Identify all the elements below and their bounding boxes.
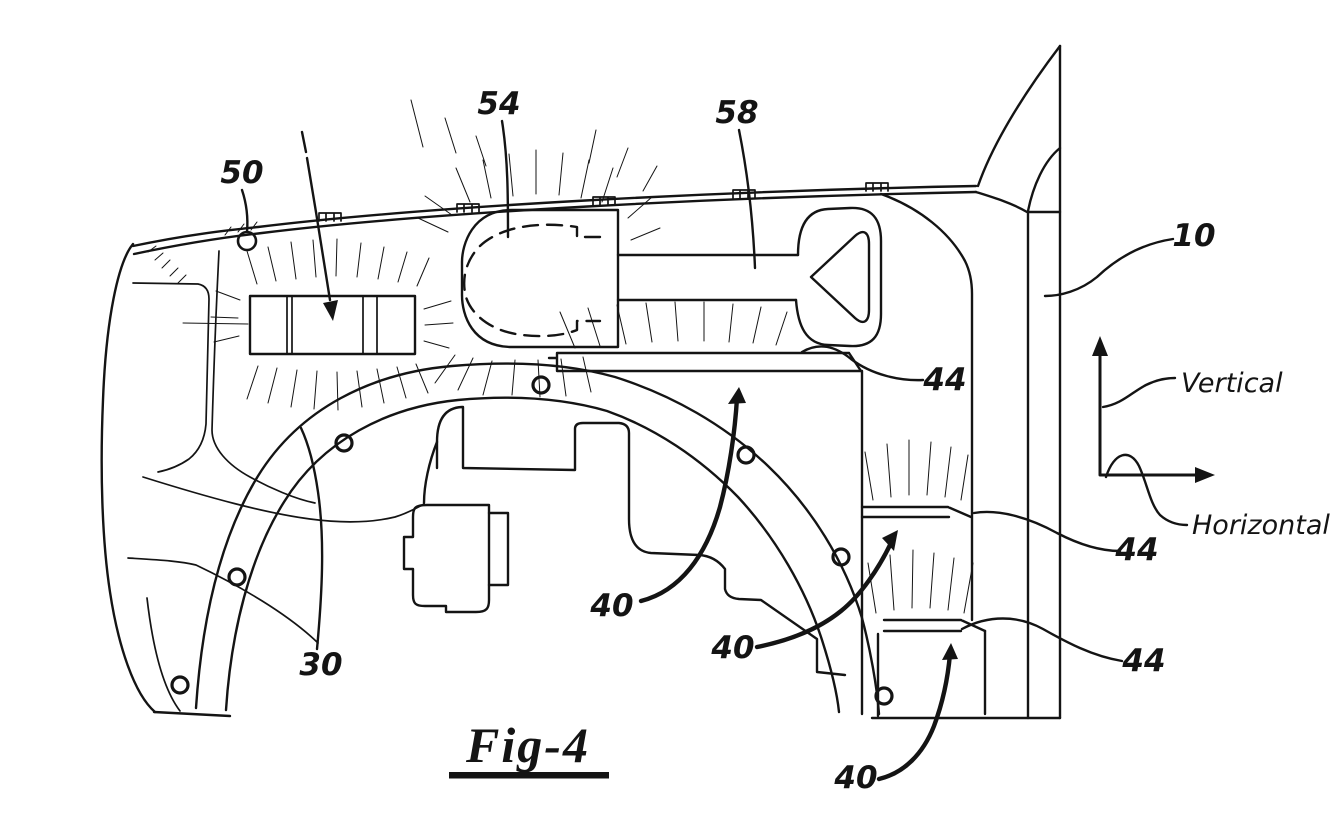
shelf-middle-rays (864, 439, 969, 501)
ref-label-30: 30 (299, 647, 342, 683)
ref-label-54: 54 (477, 86, 520, 122)
ref-label-50: 50 (220, 155, 263, 191)
ref-label-40-upper: 40 (589, 588, 633, 624)
leader-10 (1043, 237, 1175, 298)
right-arrow-icon (1195, 467, 1215, 483)
light-bar (182, 130, 454, 411)
engine-blob (402, 503, 491, 614)
vertical-axis-label: Vertical (1181, 368, 1283, 399)
wheel-arch (170, 362, 894, 716)
horizontal-axis-label: Horizontal (1192, 510, 1330, 541)
fastener-circles (170, 375, 894, 706)
light-bar-rays (182, 238, 454, 411)
fender-body-outline (100, 182, 978, 718)
ref-label-44-bottom: 44 (1121, 643, 1165, 679)
arrow-40-upper (638, 395, 740, 604)
ref-label-44-middle: 44 (1114, 532, 1158, 568)
leader-54 (500, 119, 510, 239)
projector-rays (410, 99, 661, 398)
fastener-50 (236, 230, 258, 252)
strip-hatch-marks (147, 221, 258, 284)
leader-30 (299, 426, 324, 651)
axis-indicator: Vertical Horizontal (1092, 336, 1330, 541)
inner-structure (127, 250, 847, 677)
leader-vertical (1101, 376, 1177, 409)
shelf-top-rays (559, 301, 788, 349)
figure-caption-underline (449, 772, 609, 779)
leader-58 (737, 128, 757, 270)
ref-label-10: 10 (1172, 218, 1215, 254)
projector-dashed-lens (463, 223, 602, 338)
arrowhead-icon (323, 300, 338, 321)
leader-horizontal (1104, 453, 1189, 527)
a-pillar-and-rear-panel (870, 44, 1062, 720)
light-bar-pointer-arrow (300, 130, 338, 321)
arrow-40-lower (876, 651, 953, 782)
up-arrow-icon (1092, 336, 1108, 356)
arrowhead-icon (728, 387, 746, 404)
arrow-40-middle (754, 540, 894, 650)
body-creases (132, 282, 210, 473)
projector-housing (410, 99, 661, 398)
ref-label-40-middle: 40 (710, 630, 754, 666)
reference-leaders (236, 119, 1175, 663)
figure-caption: Fig-4 (449, 717, 609, 779)
shelf-bottom-rays (867, 549, 974, 614)
leader-50 (240, 188, 249, 234)
arrowhead-icon (942, 643, 958, 660)
bracket-arm (616, 206, 883, 348)
ref-label-44-top: 44 (922, 362, 966, 398)
leader-44-middle (972, 510, 1122, 553)
leader-44-top (800, 345, 925, 382)
lamp-arrows (638, 387, 958, 782)
lamp-shelf-panel (547, 301, 987, 718)
leader-44-bottom (960, 617, 1124, 663)
bracket-triangle-hole (809, 230, 871, 324)
reference-numerals: 50 54 58 10 44 44 44 40 40 40 30 (220, 86, 1215, 796)
figure-caption-text: Fig-4 (465, 717, 590, 773)
ref-label-58: 58 (715, 95, 758, 131)
arrowhead-icon (882, 530, 898, 551)
ref-label-40-lower: 40 (833, 760, 877, 796)
strip-clips (318, 182, 889, 222)
